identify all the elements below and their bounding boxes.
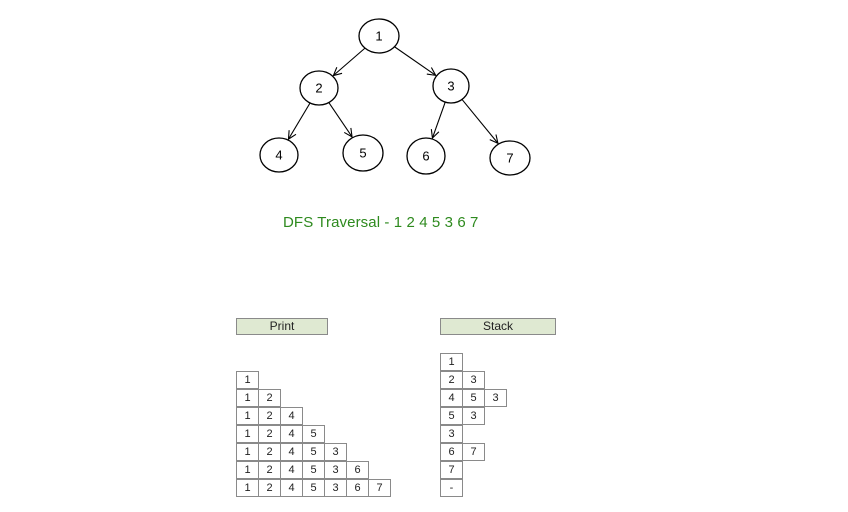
print-header: Print bbox=[236, 318, 328, 335]
stack-table-cell: - bbox=[440, 479, 463, 497]
print-table-cell: 3 bbox=[324, 479, 347, 497]
stack-table-row: 7 bbox=[440, 461, 506, 479]
stack-header: Stack bbox=[440, 318, 556, 335]
print-table-cell: 5 bbox=[302, 461, 325, 479]
tree-node-7: 7 bbox=[489, 140, 531, 176]
print-table-cell: 2 bbox=[258, 479, 281, 497]
tree-node-label: 4 bbox=[275, 148, 282, 163]
print-table-cell: 4 bbox=[280, 407, 303, 425]
stack-table-cell: 6 bbox=[440, 443, 463, 461]
print-table-cell: 1 bbox=[236, 461, 259, 479]
print-table-cell: 1 bbox=[236, 389, 259, 407]
tree-node-6: 6 bbox=[406, 137, 446, 175]
tree-node-1: 1 bbox=[358, 18, 400, 54]
tree-node-label: 2 bbox=[315, 81, 322, 96]
stack-table-row: - bbox=[440, 479, 506, 497]
print-table-cell: 2 bbox=[258, 443, 281, 461]
print-table-cell: 7 bbox=[368, 479, 391, 497]
stack-table-cell: 2 bbox=[440, 371, 463, 389]
print-table-row: 1 bbox=[236, 371, 390, 389]
tree-node-5: 5 bbox=[342, 134, 384, 172]
tree-edge-3-7 bbox=[461, 99, 498, 143]
print-table-cell: 1 bbox=[236, 425, 259, 443]
stack-table-cell: 3 bbox=[440, 425, 463, 443]
stack-table-row: 3 bbox=[440, 425, 506, 443]
print-table-cell: 5 bbox=[302, 443, 325, 461]
print-table-cell: 1 bbox=[236, 407, 259, 425]
stack-table-cell: 5 bbox=[462, 389, 485, 407]
tree-node-label: 5 bbox=[359, 146, 366, 161]
print-table-cell: 3 bbox=[324, 443, 347, 461]
print-table-cell: 4 bbox=[280, 479, 303, 497]
tree-node-label: 7 bbox=[506, 151, 513, 166]
print-table-cell: 5 bbox=[302, 425, 325, 443]
print-table-cell: 1 bbox=[236, 371, 259, 389]
tree-edge-3-6 bbox=[432, 101, 446, 138]
stack-table-cell: 7 bbox=[440, 461, 463, 479]
tree-edge-2-5 bbox=[328, 102, 352, 137]
tree-edge-1-2 bbox=[333, 47, 366, 75]
stack-table-cell: 4 bbox=[440, 389, 463, 407]
tree-node-label: 6 bbox=[422, 149, 429, 164]
print-table-cell: 4 bbox=[280, 425, 303, 443]
print-table-cell: 2 bbox=[258, 461, 281, 479]
stack-table-cell: 5 bbox=[440, 407, 463, 425]
stack-table-cell: 3 bbox=[462, 371, 485, 389]
print-table-cell: 2 bbox=[258, 407, 281, 425]
stack-table-cell: 3 bbox=[484, 389, 507, 407]
print-table-cell: 4 bbox=[280, 443, 303, 461]
print-table-cell: 3 bbox=[324, 461, 347, 479]
stack-table-cell: 1 bbox=[440, 353, 463, 371]
print-table-cell: 6 bbox=[346, 461, 369, 479]
stack-table-row: 1 bbox=[440, 353, 506, 371]
stack-table-cell: 7 bbox=[462, 443, 485, 461]
tree-node-label: 1 bbox=[375, 29, 382, 44]
print-table-cell: 2 bbox=[258, 389, 281, 407]
tree-node-4: 4 bbox=[259, 137, 299, 173]
tree-node-3: 3 bbox=[432, 68, 470, 104]
print-table-cell: 1 bbox=[236, 443, 259, 461]
print-table-cell: 2 bbox=[258, 425, 281, 443]
print-table-cell: 6 bbox=[346, 479, 369, 497]
tree-edge-1-3 bbox=[394, 46, 435, 76]
print-table-cell: 5 bbox=[302, 479, 325, 497]
tree-node-label: 3 bbox=[447, 79, 454, 94]
stack-table-cell: 3 bbox=[462, 407, 485, 425]
print-table-cell: 1 bbox=[236, 479, 259, 497]
print-table-cell: 4 bbox=[280, 461, 303, 479]
binary-tree-diagram: 1 2 3 4 5 6 7 bbox=[259, 18, 531, 176]
tree-node-2: 2 bbox=[299, 70, 339, 106]
tree-edge-2-4 bbox=[288, 102, 311, 139]
dfs-traversal-caption: DFS Traversal - 1 2 4 5 3 6 7 bbox=[283, 214, 479, 231]
